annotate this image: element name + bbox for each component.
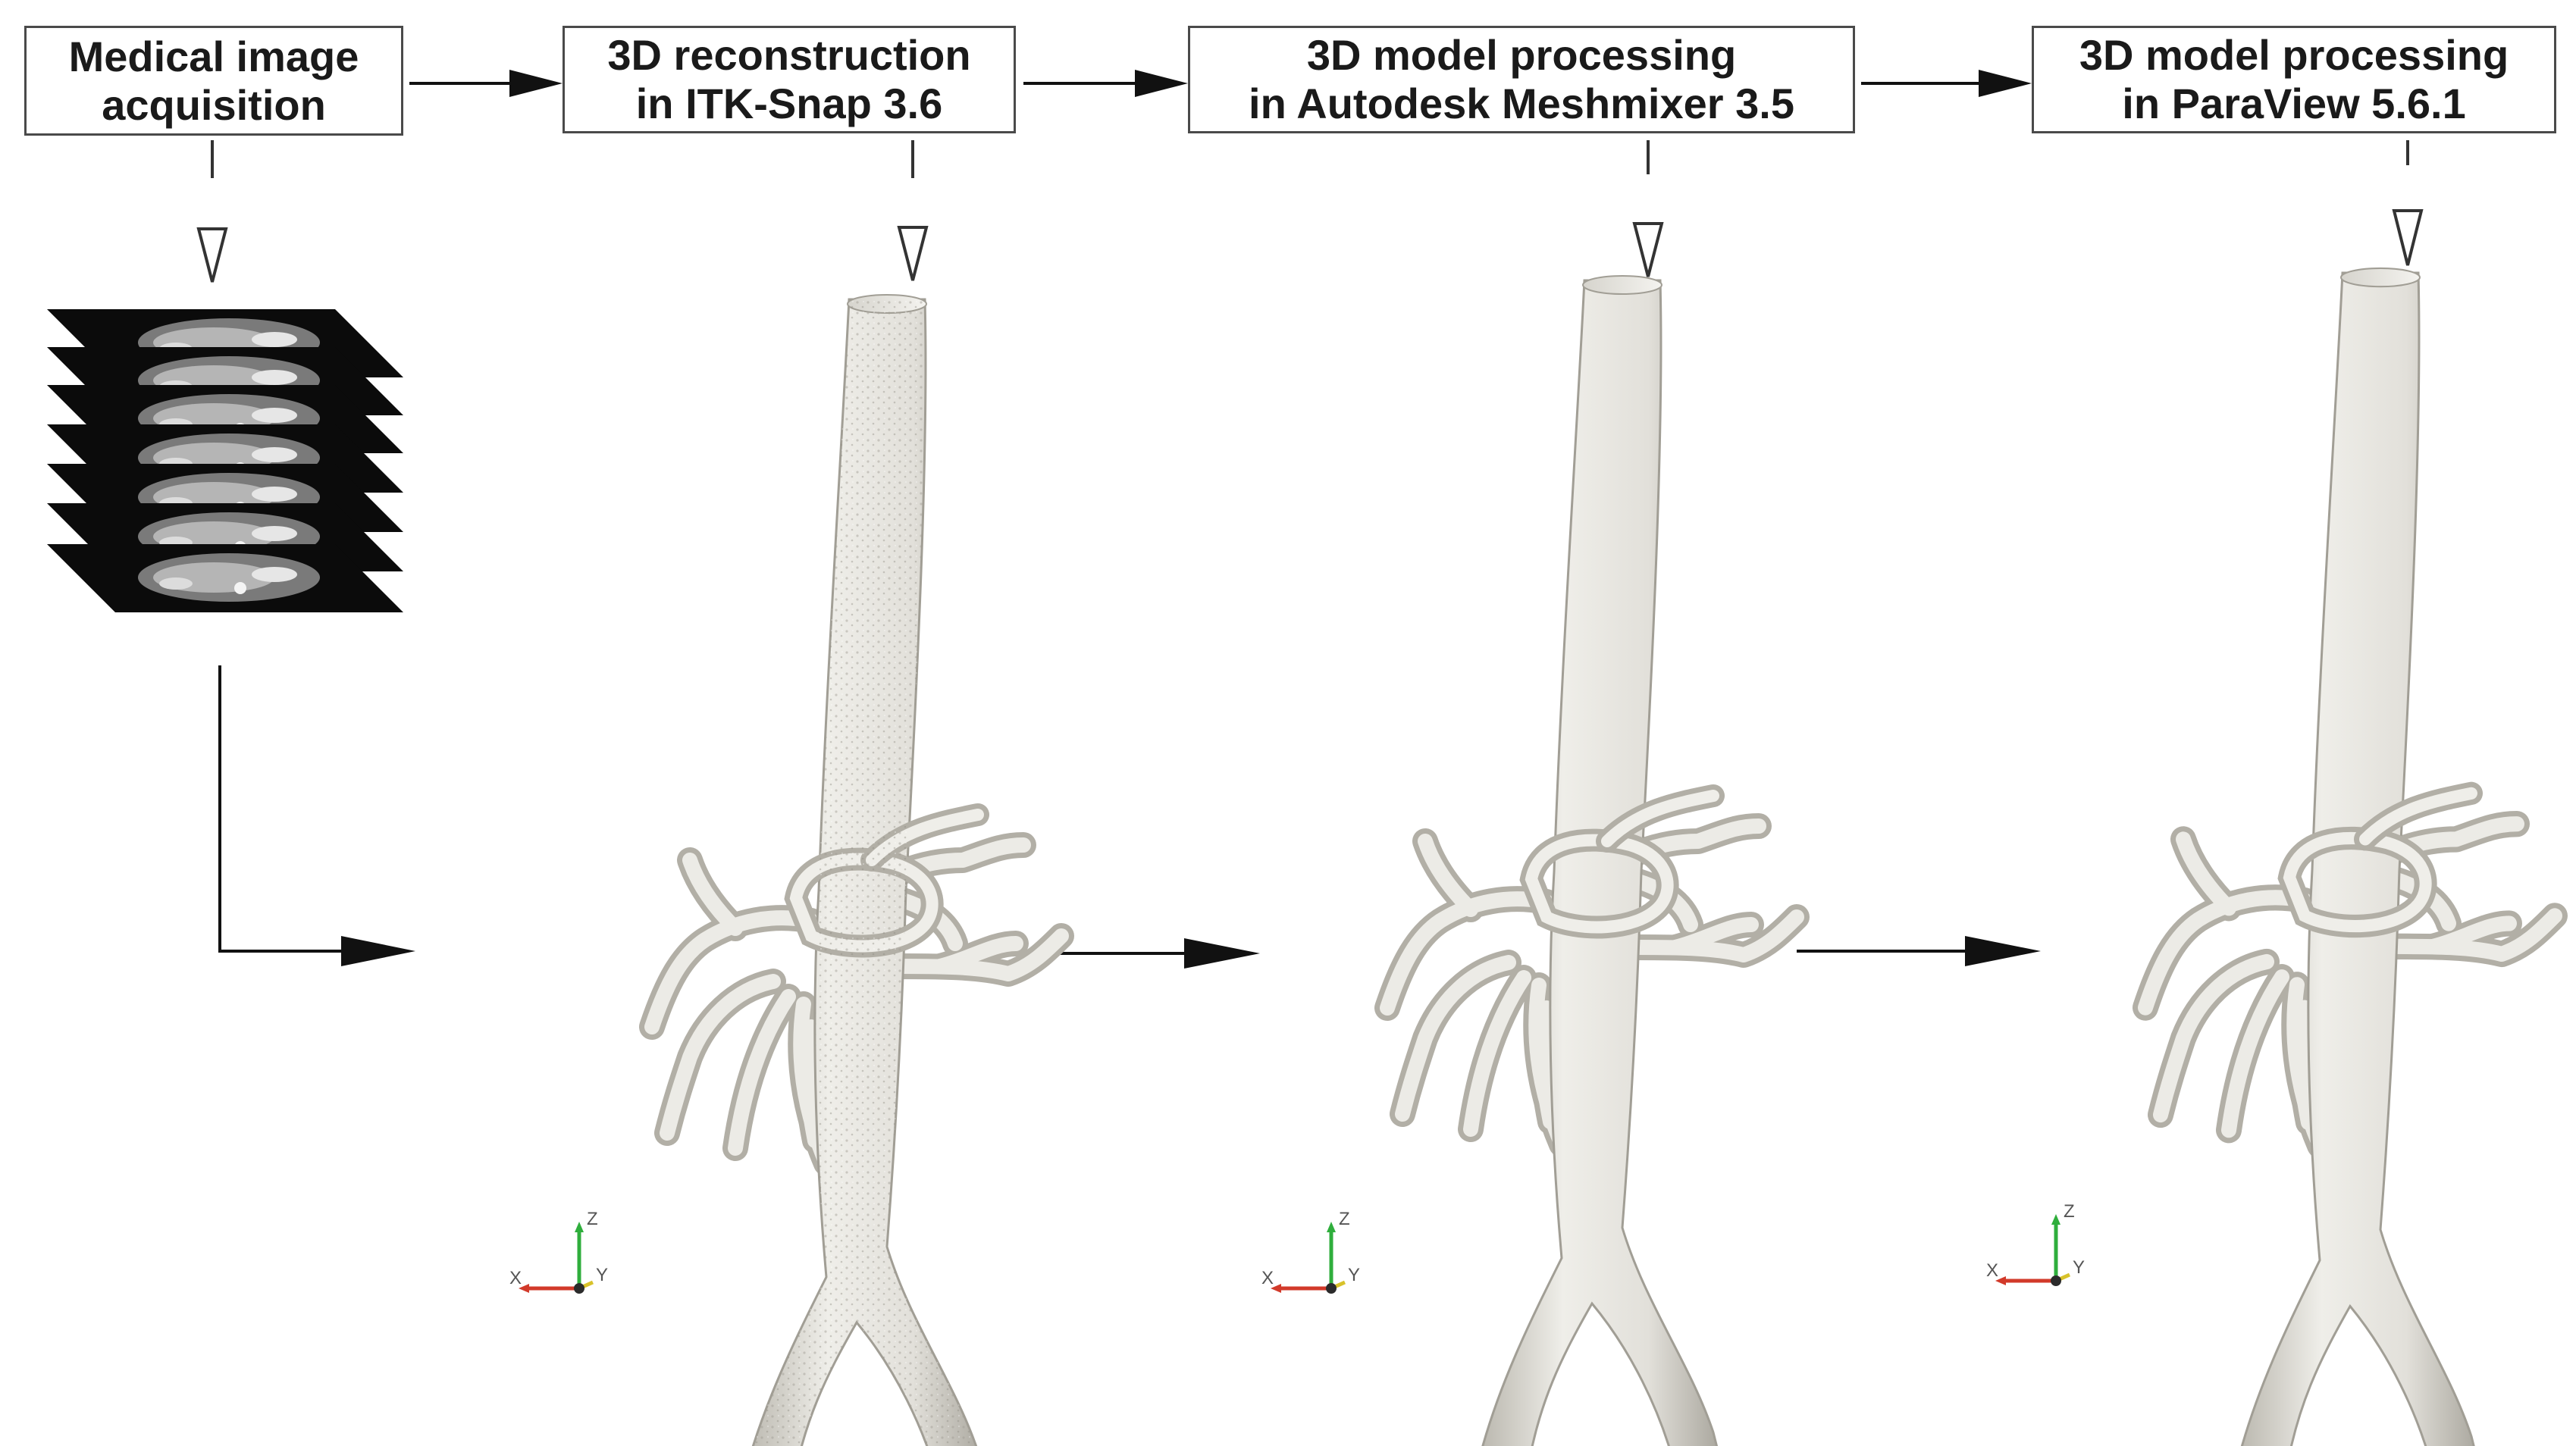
axis-y-label: Y — [596, 1265, 608, 1285]
top-arrows — [409, 70, 2032, 97]
step-label-line2: in ITK-Snap 3.6 — [635, 80, 943, 127]
aorta-model-paraview — [2145, 268, 2555, 1446]
axis-triad-icon: X Z Y — [1986, 1201, 2085, 1286]
aorta-model-meshmixer — [1387, 276, 1797, 1446]
step-box-image-acquisition: Medical image acquisition — [24, 26, 403, 136]
step-box-itk-snap: 3D reconstruction in ITK-Snap 3.6 — [563, 26, 1016, 133]
arrow-down-icon — [196, 227, 228, 283]
step-box-paraview: 3D model processing in ParaView 5.6.1 — [2032, 26, 2556, 133]
axis-x-label: X — [1986, 1260, 1998, 1281]
arrow-right-icon — [1979, 70, 2032, 97]
arrow-right-icon — [1135, 70, 1188, 97]
step-label-line2: in Autodesk Meshmixer 3.5 — [1249, 80, 1794, 127]
step-label-line2: in ParaView 5.6.1 — [2122, 80, 2466, 127]
arrow-right-icon — [1965, 936, 2041, 966]
arrow-right-icon — [1184, 938, 1260, 969]
down-pointers — [196, 140, 2424, 283]
model-arrows — [1012, 936, 2041, 969]
step-label-line1: Medical image — [68, 32, 359, 80]
axis-z-label: Z — [2064, 1201, 2075, 1222]
arrow-down-icon — [1632, 222, 1664, 277]
arrow-right-icon — [509, 70, 563, 97]
axis-y-label: Y — [2073, 1257, 2085, 1278]
step-box-meshmixer: 3D model processing in Autodesk Meshmixe… — [1188, 26, 1855, 133]
step-label-line1: 3D model processing — [2079, 31, 2509, 79]
step-label-line1: 3D reconstruction — [607, 31, 971, 79]
step-label-line2: acquisition — [102, 80, 326, 129]
axis-triad-icon: X Z Y — [509, 1209, 608, 1294]
axis-z-label: Z — [1339, 1209, 1350, 1229]
l-arrow — [218, 665, 415, 966]
axis-x-label: X — [509, 1268, 522, 1288]
aorta-model-itk-snap — [652, 295, 1061, 1446]
ct-slice-stack-icon — [47, 309, 403, 612]
axis-z-label: Z — [587, 1209, 598, 1229]
axis-y-label: Y — [1348, 1265, 1360, 1285]
arrow-down-icon — [2392, 209, 2424, 266]
axis-triad-icon: X Z Y — [1261, 1209, 1360, 1294]
axis-x-label: X — [1261, 1268, 1274, 1288]
arrow-down-icon — [897, 226, 929, 281]
arrow-right-icon — [341, 936, 415, 966]
step-label-line1: 3D model processing — [1306, 31, 1737, 79]
